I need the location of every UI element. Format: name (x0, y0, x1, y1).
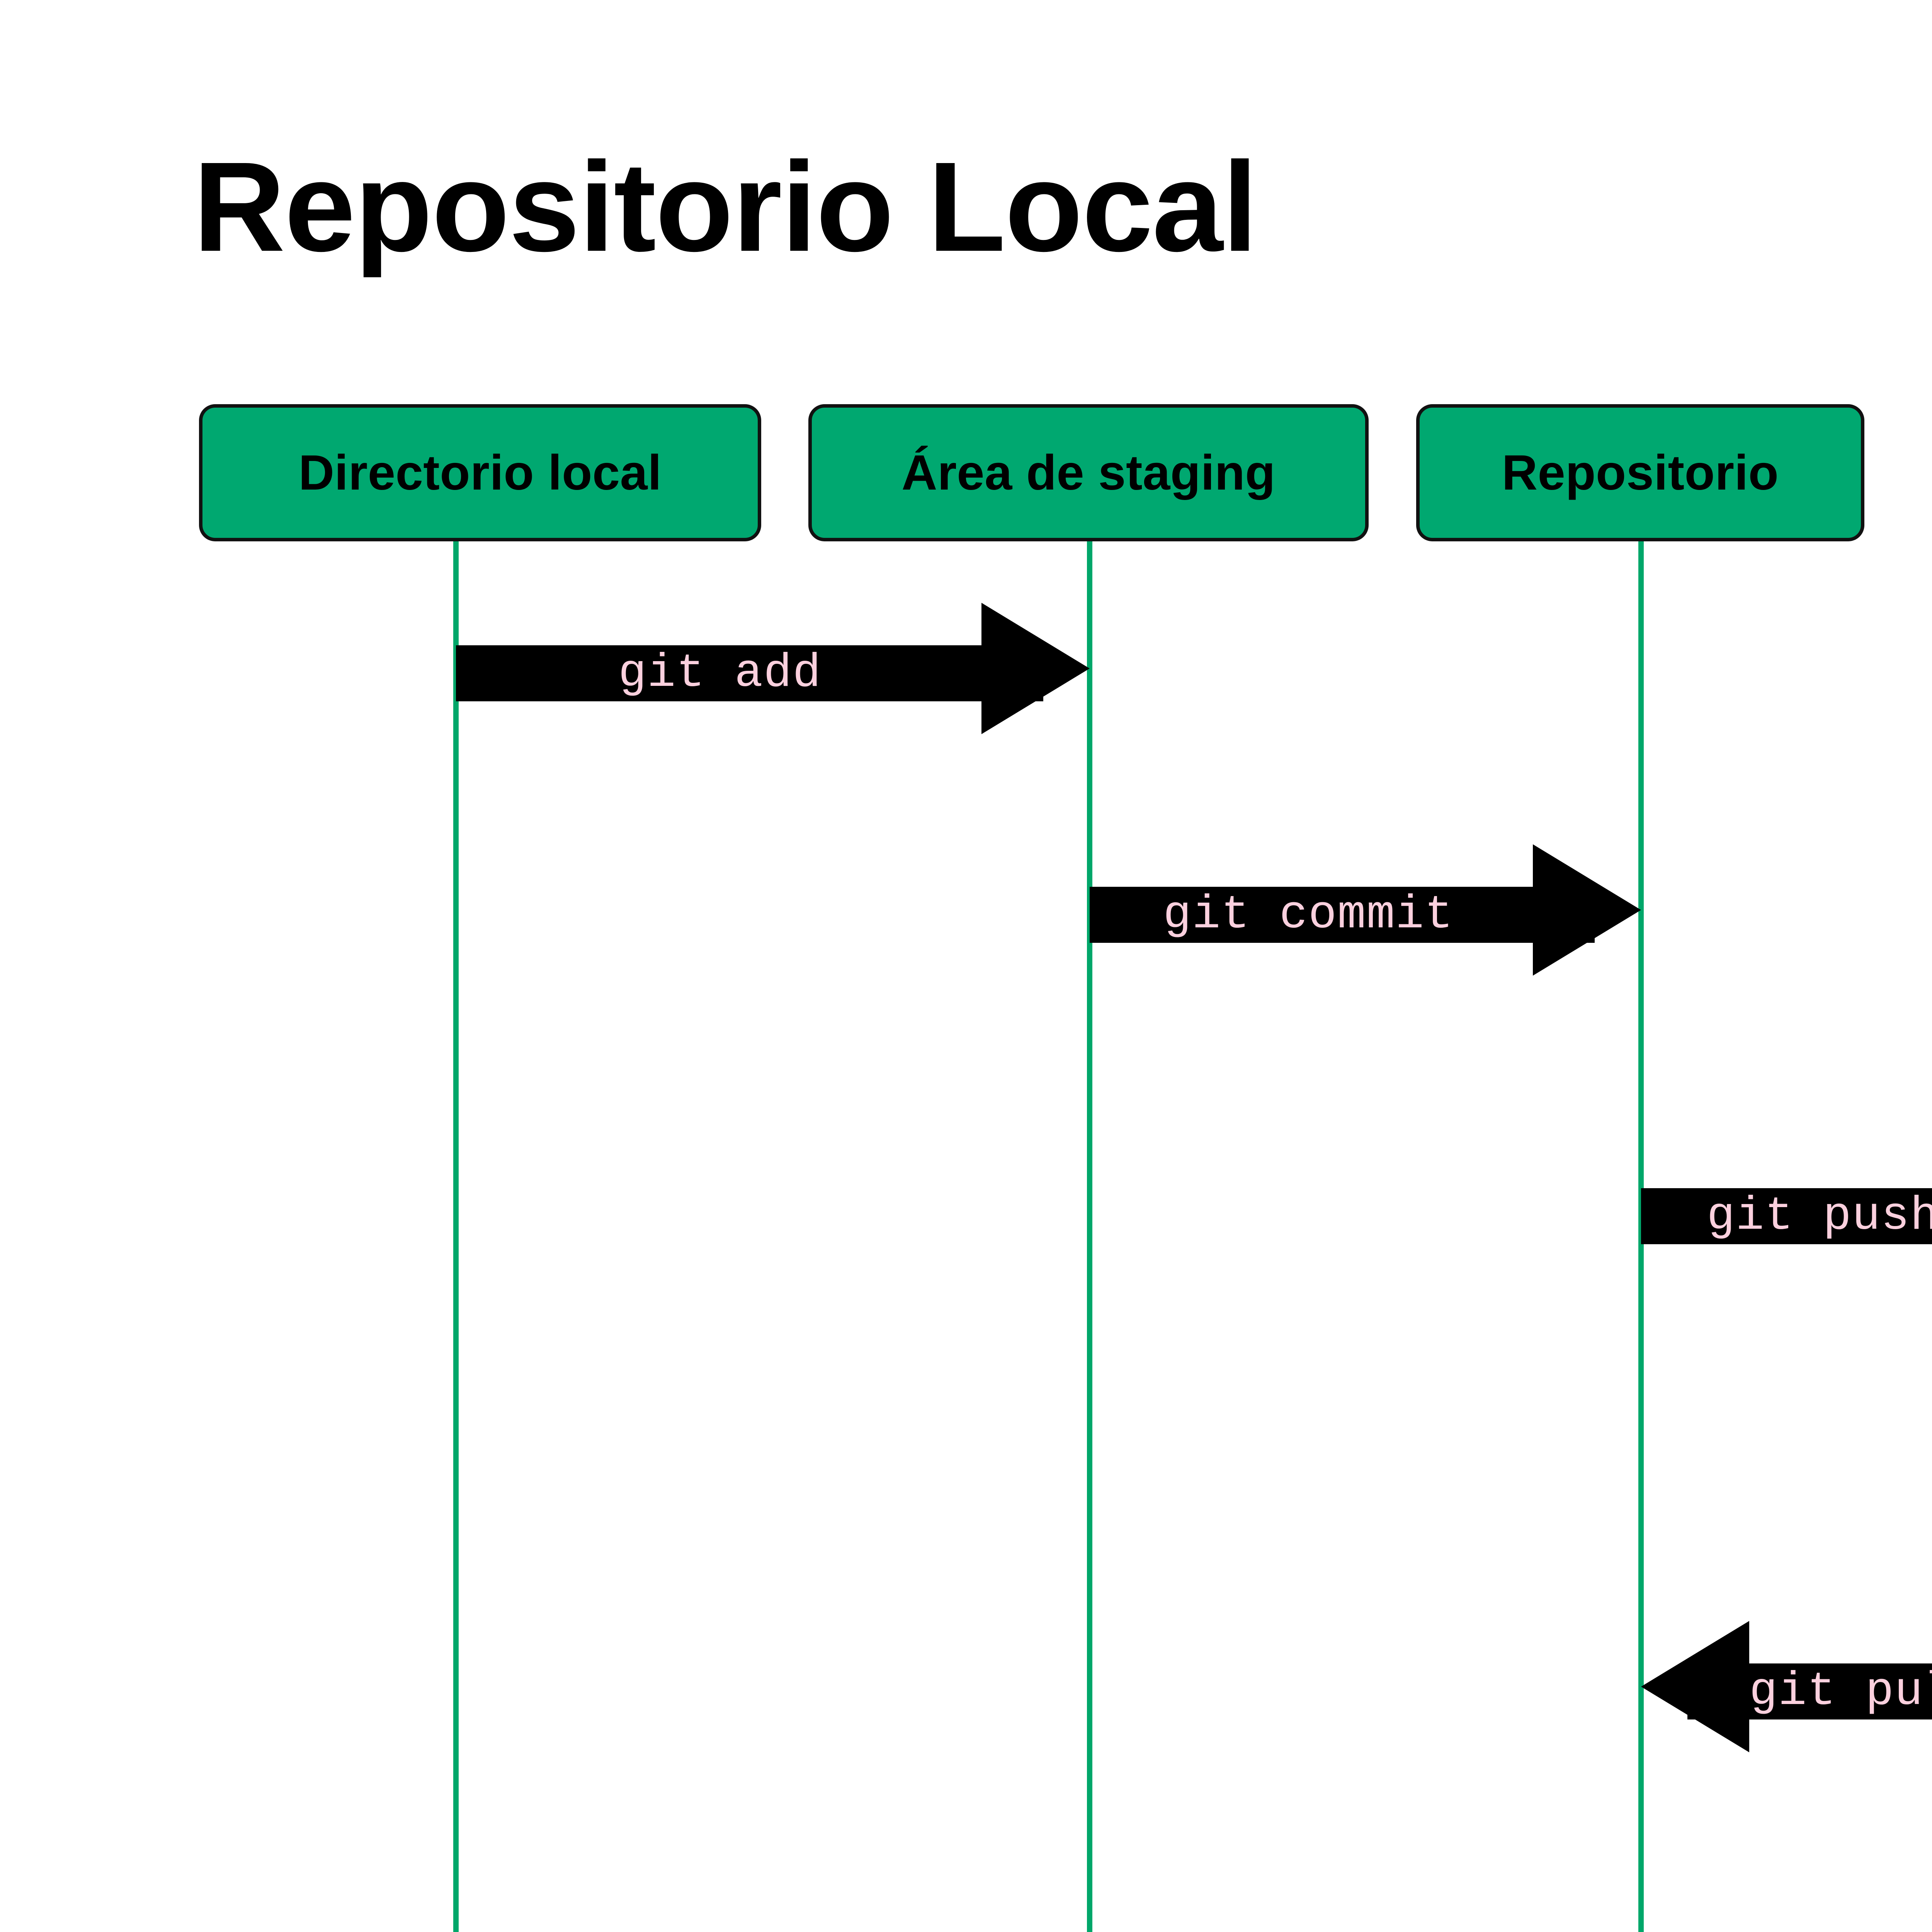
arrowhead-right-icon (981, 603, 1090, 734)
message-label: git push (1707, 1189, 1932, 1243)
participant-directorio-local[interactable]: Directorio local (199, 404, 761, 541)
participant-area-de-staging[interactable]: Área de staging (808, 404, 1369, 541)
arrowhead-left-icon (1641, 1621, 1749, 1752)
message-shaft (1090, 887, 1595, 943)
message-git-commit: git commit (1090, 844, 1641, 976)
message-shaft (456, 645, 1043, 701)
participant-label: Repositorio (1502, 445, 1779, 500)
message-git-add: git add (456, 603, 1090, 734)
message-label: git add (618, 646, 822, 700)
participant-repositorio[interactable]: Repositorio (1416, 404, 1864, 541)
page-title: Repositorio Local (193, 135, 1258, 278)
message-label: git pull (1749, 1665, 1932, 1718)
participant-label: Área de staging (901, 445, 1276, 500)
message-label: git commit (1163, 888, 1454, 942)
message-git-pull: git pull (1641, 1621, 1932, 1752)
lifeline-directorio-local (453, 541, 459, 1932)
message-git-push: git push (1641, 1146, 1932, 1277)
arrowhead-right-icon (1533, 844, 1641, 976)
lifeline-area-de-staging (1087, 541, 1092, 1932)
message-shaft (1641, 1188, 1932, 1244)
participant-label: Directorio local (298, 445, 662, 500)
